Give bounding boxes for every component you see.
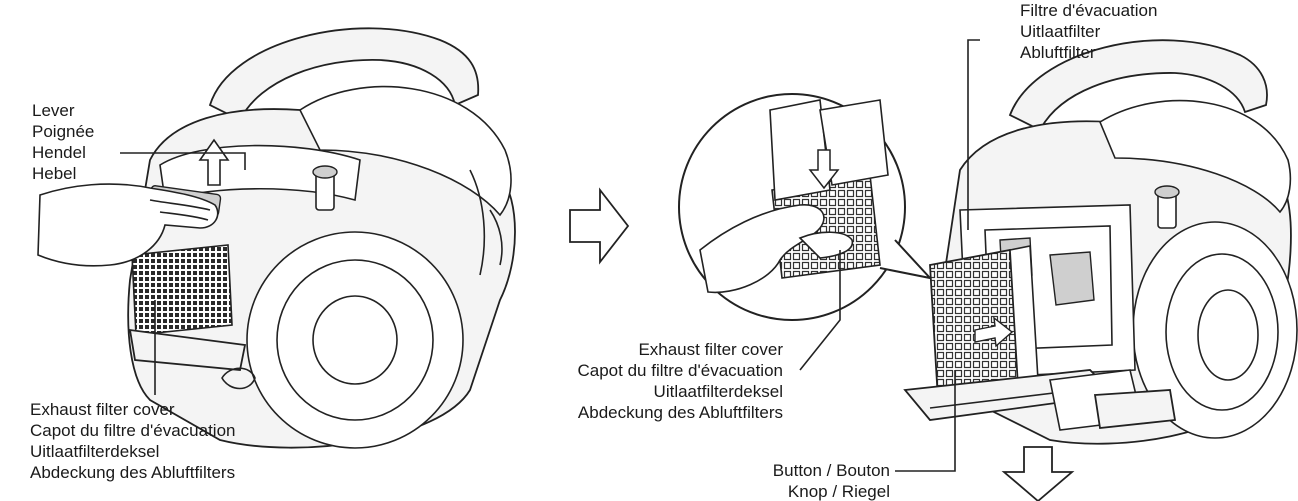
leader-lines-right	[895, 39, 980, 472]
vacuum-cleaner-open-illustration	[903, 39, 1298, 445]
button-label: Button / Bouton Knop / Riegel	[772, 461, 890, 501]
hand-illustration	[37, 183, 219, 267]
leader-lines-left	[120, 152, 246, 395]
exhaust-filter-label: Filtre d'évacuation Uitlaatfilter Abluft…	[1020, 1, 1158, 62]
exhaust-filter-cover-label-middle: Exhaust filter cover Capot du filtre d'é…	[577, 340, 784, 422]
arrow-right-icon	[569, 187, 630, 265]
arrow-down-icon	[1001, 446, 1075, 501]
exhaust-filter-cover-label-left: Exhaust filter cover Capot du filtre d'é…	[30, 400, 236, 482]
lever-label: Lever Poignée Hendel Hebel	[32, 101, 95, 183]
magnified-detail	[678, 93, 933, 371]
vacuum-cleaner-illustration	[127, 27, 516, 449]
